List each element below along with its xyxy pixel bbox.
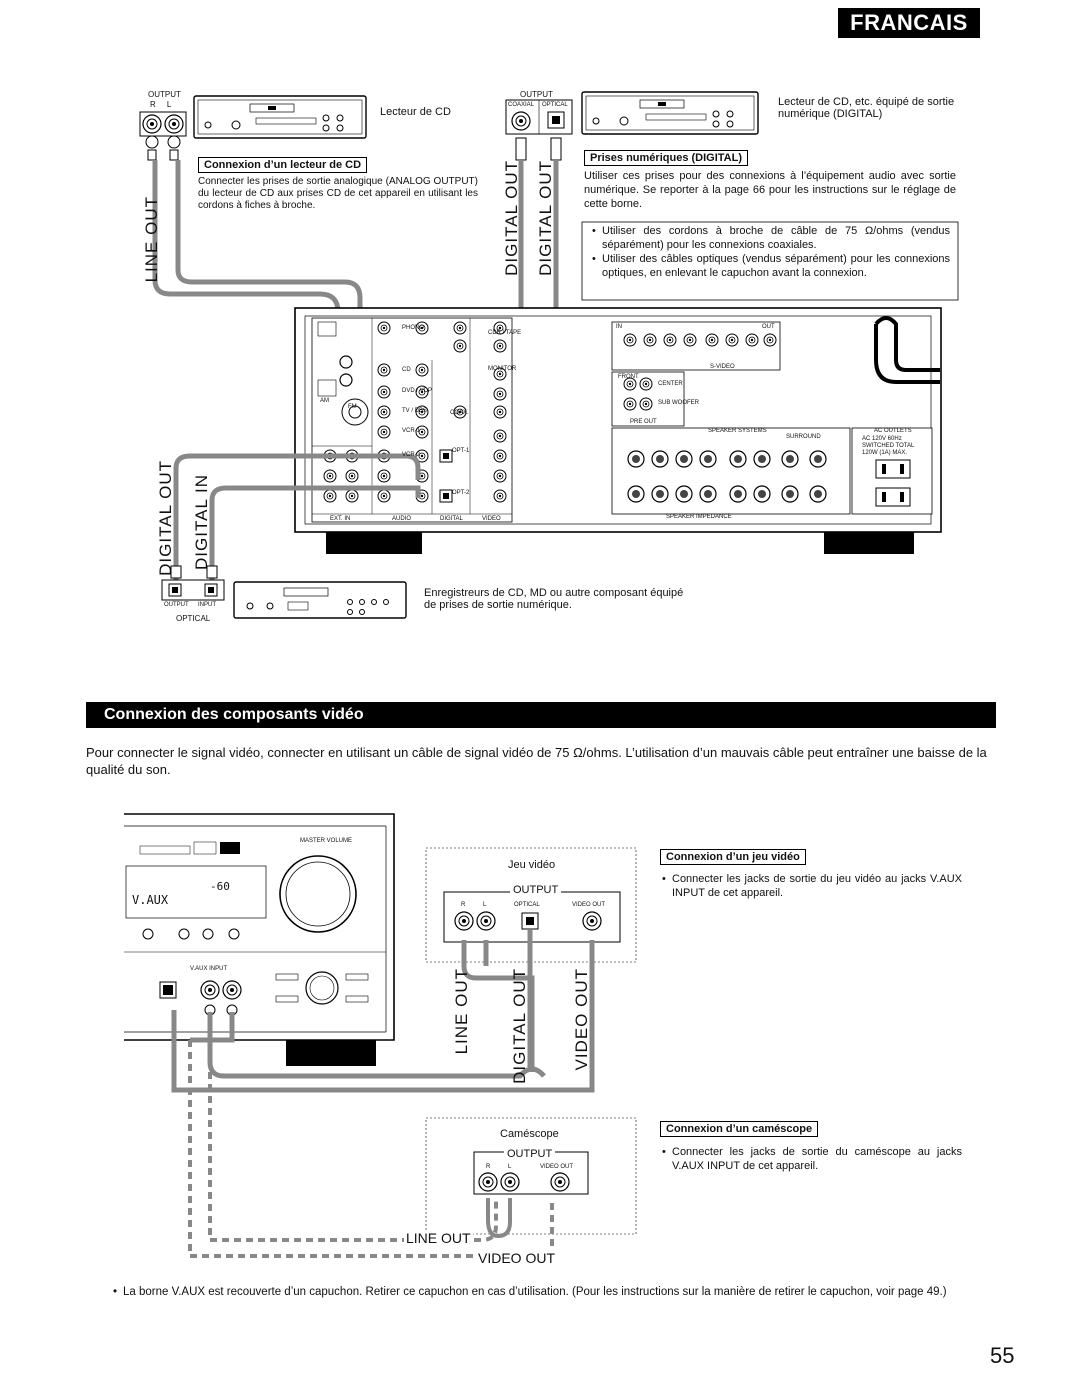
digital-box-title: Prises numériques (DIGITAL) [584, 150, 748, 166]
front-display: V.AUX [132, 893, 169, 907]
cd-analog-output-jacks [139, 111, 187, 161]
panel-label: OPT-1 [452, 448, 470, 454]
panel-label: CDR / TAPE [488, 330, 522, 336]
cd-output-rl: R L [150, 100, 172, 109]
video-line-out-label: LINE OUT [452, 968, 471, 1055]
panel-label: AUDIO [392, 516, 412, 522]
video-video-out-label: VIDEO OUT [572, 968, 591, 1071]
panel-label: CD [402, 367, 411, 373]
section-title: Connexion des composants vidéo [86, 702, 996, 728]
panel-label: VCR-2 [402, 452, 421, 458]
v-aux-input-label: V.AUX INPUT [190, 966, 228, 972]
bottom-note: La borne V.AUX est recouverte d’un capuc… [113, 1285, 963, 1300]
game-output-label: OUTPUT [510, 884, 562, 896]
recorder-optical-label: OPTICAL [176, 614, 211, 623]
panel-label: OUT [762, 324, 775, 330]
panel-label: CENTER [658, 381, 683, 387]
game-box-text: Connecter les jacks de sortie du jeu vid… [662, 872, 962, 900]
digital-out-label: DIGITAL OUT [156, 460, 175, 576]
game-optical-label: OPTICAL [514, 902, 540, 908]
panel-label: SUB WOOFER [658, 400, 700, 406]
game-box-title: Connexion d’un jeu vidéo [660, 849, 806, 865]
recorder-input-label: INPUT [198, 602, 216, 608]
front-volume: -60 [210, 880, 230, 893]
panel-label: IN [616, 324, 622, 330]
cd-output-label: OUTPUT [148, 90, 181, 99]
panel-label: DVD / VDP [402, 388, 433, 394]
digital-in-label: DIGITAL IN [192, 474, 211, 570]
panel-label: PHONO [402, 325, 425, 331]
panel-label: S-VIDEO [710, 364, 735, 370]
game-label: Jeu vidéo [508, 859, 556, 871]
panel-label: AC OUTLETS [874, 428, 912, 434]
cam-bullet: Connecter les jacks de sortie du camésco… [662, 1145, 962, 1173]
recorder-device [233, 581, 407, 619]
cam-box-text: Connecter les jacks de sortie du camésco… [662, 1145, 962, 1173]
digital-bullet: Utiliser des cordons à broche de câble d… [592, 224, 950, 252]
panel-label: AM [320, 398, 329, 404]
game-r-label: R [461, 902, 466, 908]
ac-text: AC 120V 60Hz SWITCHED TOTAL 120W (1A) MA… [862, 436, 915, 456]
panel-label: TV / DBS [402, 408, 428, 414]
bottom-note-item: La borne V.AUX est recouverte d’un capuc… [113, 1285, 963, 1300]
line-out-label: LINE OUT [142, 196, 161, 283]
panel-label: FRONT [618, 374, 639, 380]
recorder-jacks [161, 565, 225, 601]
cam-box-title: Connexion d’un caméscope [660, 1121, 819, 1137]
cd-label: Lecteur de CD [380, 106, 451, 118]
panel-label: VCR-1 [402, 428, 421, 434]
game-bullet: Connecter les jacks de sortie du jeu vid… [662, 872, 962, 900]
cd-player-device [193, 95, 367, 139]
cam-video-out-jack-label: VIDEO OUT [540, 1164, 574, 1170]
digital-bullet: Utiliser des câbles optiques (vendus sép… [592, 252, 950, 280]
coaxial-label: COAXIAL [508, 102, 535, 108]
video-digital-out-label: DIGITAL OUT [510, 968, 529, 1084]
digital-out-label: DIGITAL OUT [536, 160, 555, 276]
receiver-front-panel [124, 813, 395, 1066]
intro-text: Pour connecter le signal vidéo, connecte… [86, 745, 987, 777]
panel-label: SPEAKER SYSTEMS [708, 428, 767, 434]
cam-r-label: R [486, 1164, 491, 1170]
cd-box-title: Connexion d’un lecteur de CD [198, 157, 368, 173]
cam-video-out-label: VIDEO OUT [476, 1250, 558, 1266]
receiver-rear-panel [294, 307, 942, 554]
game-l-label: L [483, 902, 487, 908]
panel-label: FM [348, 404, 357, 410]
panel-label: OPT-2 [452, 490, 470, 496]
panel-label: MONITOR [488, 366, 517, 372]
cam-output-label: OUTPUT [504, 1148, 556, 1160]
digital-bullets: Utiliser des cordons à broche de câble d… [592, 224, 950, 280]
digital-out-label: DIGITAL OUT [502, 160, 521, 276]
digital-cd-label: Lecteur de CD, etc. équipé de sortie num… [778, 96, 955, 120]
digital-cd-player-device [581, 91, 759, 135]
panel-label: VIDEO [482, 516, 501, 522]
digital-output-label: OUTPUT [520, 90, 553, 99]
panel-label: EXT. IN [330, 516, 351, 522]
impedance-text: SPEAKER IMPEDANCE [666, 514, 732, 520]
game-video-out-label: VIDEO OUT [572, 902, 606, 908]
panel-label: COAX. [450, 410, 469, 416]
optical-label: OPTICAL [542, 102, 568, 108]
panel-label: PRE OUT [630, 419, 657, 425]
master-volume-label: MASTER VOLUME [300, 838, 353, 844]
page-number: 55 [990, 1343, 1015, 1368]
cd-box-text: Connecter les prises de sortie analogiqu… [198, 176, 478, 211]
cam-l-label: L [508, 1164, 512, 1170]
digital-box-text: Utiliser ces prises pour des connexions … [584, 170, 956, 210]
panel-label: SURROUND [786, 434, 821, 440]
language-tab: FRANCAIS [838, 8, 980, 38]
cam-label: Caméscope [500, 1128, 559, 1140]
cam-line-out-label: LINE OUT [404, 1230, 473, 1246]
panel-label: DIGITAL [440, 516, 463, 522]
digital-output-jacks [505, 99, 573, 161]
recorder-output-label: OUTPUT [164, 602, 189, 608]
recorder-label: Enregistreurs de CD, MD ou autre composa… [424, 587, 684, 611]
